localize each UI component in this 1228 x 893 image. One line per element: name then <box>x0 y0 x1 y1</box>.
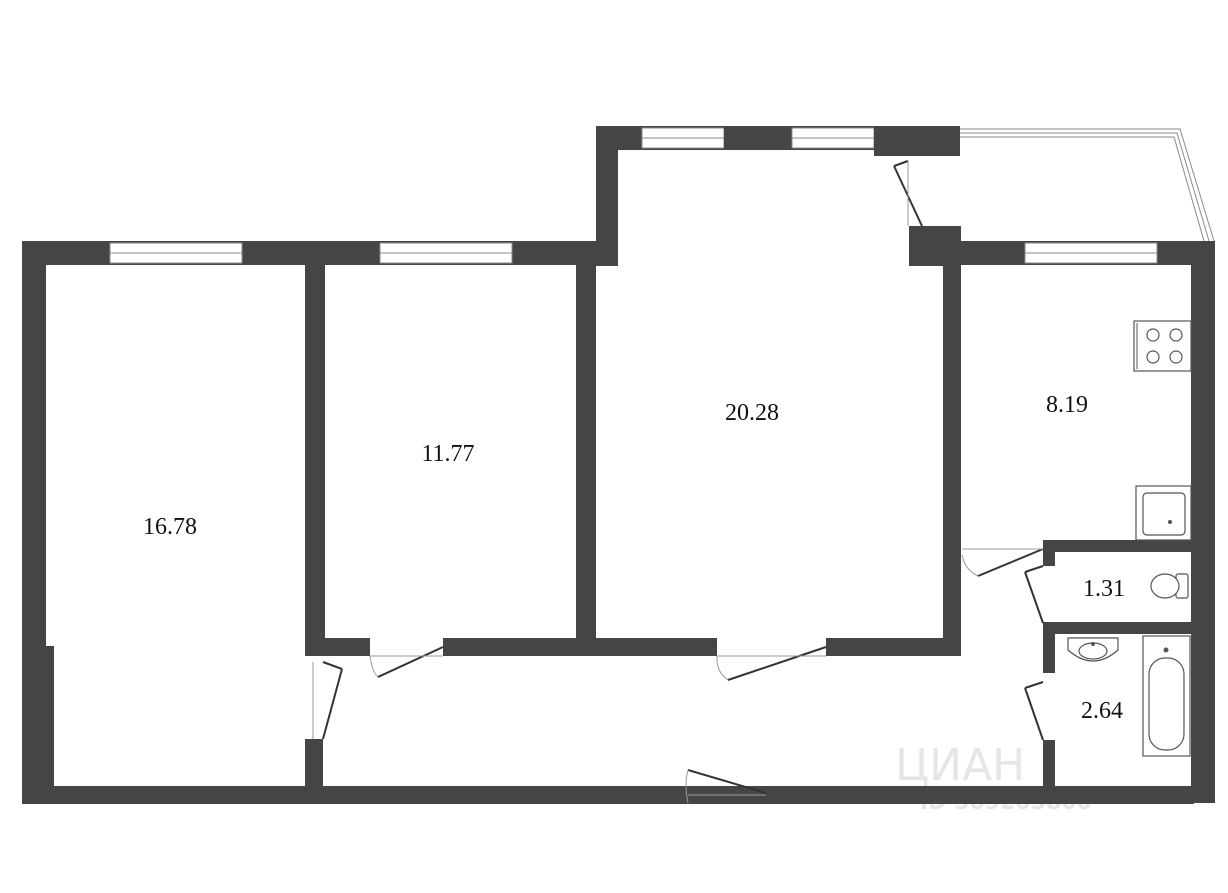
wall-left <box>22 241 46 804</box>
door-entrance <box>685 769 767 804</box>
door-left-room <box>312 661 343 740</box>
wall-bath-left <box>1043 740 1055 790</box>
wall-living-left-bump <box>596 126 618 266</box>
area-label-kitchen: 8.19 <box>1046 392 1088 418</box>
wall-living-bottom <box>826 638 960 656</box>
wall-middle-living <box>576 265 596 655</box>
area-label-living-room: 20.28 <box>725 400 779 426</box>
watermark-brand: ЦИАН <box>895 740 1025 791</box>
area-labels: 16.78 11.77 20.28 8.19 1.31 2.64 <box>143 392 1125 724</box>
stove-icon <box>1133 320 1192 372</box>
door-middle-room <box>369 646 444 678</box>
door-bathroom <box>1024 681 1044 741</box>
wall-left-middle-lower <box>305 739 323 787</box>
door-kitchen <box>961 548 1044 577</box>
area-label-toilet: 1.31 <box>1083 576 1125 602</box>
window-kitchen <box>1024 242 1158 264</box>
fixtures <box>1067 320 1192 757</box>
interior-walls <box>44 265 1193 790</box>
area-label-bathroom: 2.64 <box>1081 698 1123 724</box>
washbasin-icon <box>1067 637 1119 662</box>
kitchen-sink-icon <box>1135 485 1192 541</box>
windows <box>109 126 1215 264</box>
wall-living-right-pier <box>874 126 960 156</box>
wall-toilet-bath <box>1043 622 1193 634</box>
wall-bottom <box>22 786 1194 804</box>
wall-toilet-left-top <box>1043 540 1055 566</box>
window-left-room <box>109 242 243 264</box>
door-toilet <box>1024 565 1044 624</box>
wall-toilet-left-bottom <box>1043 623 1055 673</box>
wall-middle-bottom-b <box>443 638 717 656</box>
wall-living-kitchen <box>943 265 961 656</box>
wall-middle-bottom-a <box>322 638 370 656</box>
wall-left-middle-upper <box>305 265 325 656</box>
window-middle-room <box>379 242 513 264</box>
balcony-glazing <box>960 128 1215 242</box>
wall-right <box>1191 241 1215 803</box>
door-living-room <box>716 646 827 681</box>
window-living-left <box>641 127 725 149</box>
toilet-icon <box>1150 573 1189 599</box>
wall-living-pier <box>724 126 792 150</box>
window-living-right <box>791 127 875 149</box>
bathtub-icon <box>1142 635 1191 757</box>
area-label-middle-room: 11.77 <box>421 441 474 467</box>
doors <box>312 160 1044 804</box>
exterior-walls <box>22 126 1215 804</box>
wall-toilet-top <box>1043 540 1193 552</box>
area-label-left-room: 16.78 <box>143 514 197 540</box>
door-balcony <box>893 160 923 227</box>
wall-left-niche <box>44 646 54 786</box>
